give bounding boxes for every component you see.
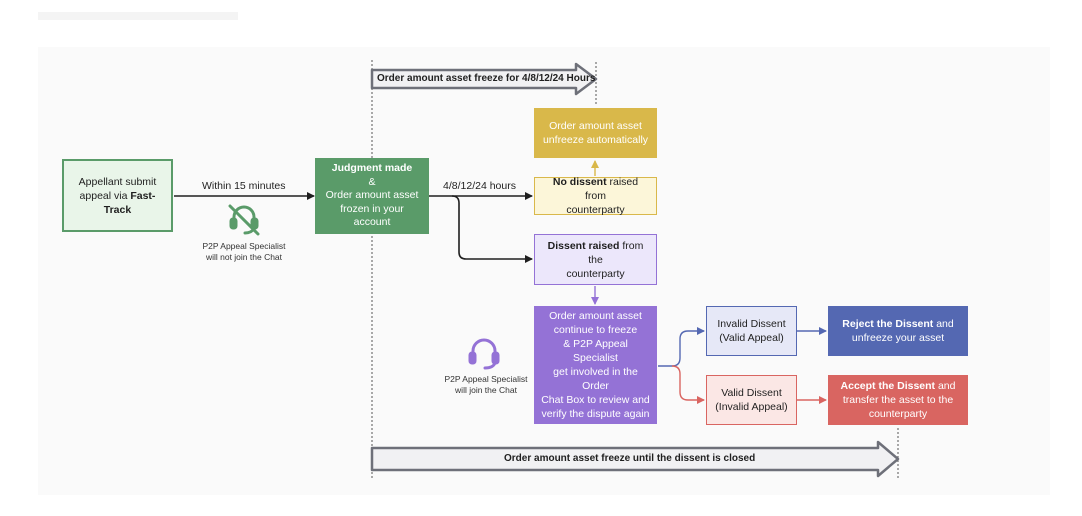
no-specialist-caption: P2P Appeal Specialist will not join the … xyxy=(202,241,286,262)
continue-freeze-node: Order amount asset continue to freeze & … xyxy=(534,306,657,424)
edge-label-within: Within 15 minutes xyxy=(202,180,286,192)
bottom-banner-label: Order amount asset freeze until the diss… xyxy=(504,453,756,464)
judgment-title: Judgment made xyxy=(331,162,413,175)
top-banner-label: Order amount asset freeze for 4/8/12/24 … xyxy=(377,73,596,84)
top-banner-arrow xyxy=(370,62,598,96)
valid-dissent-node: Valid Dissent (Invalid Appeal) xyxy=(706,375,797,425)
arrow-to-invalid-dissent xyxy=(658,327,705,367)
headset-off-icon xyxy=(228,204,260,236)
unfreeze-automatically-node: Order amount asset unfreeze automaticall… xyxy=(534,108,657,158)
edge-label-hours: 4/8/12/24 hours xyxy=(443,180,516,192)
headset-icon xyxy=(468,338,500,370)
dissent-raised-node: Dissent raised from the counterparty xyxy=(534,234,657,285)
judgment-node: Judgment made & Order amount asset froze… xyxy=(315,158,429,234)
arrow-judgment-to-dissent-raised xyxy=(451,195,533,263)
with-specialist-caption: P2P Appeal Specialist will join the Chat xyxy=(444,374,528,395)
arrow-to-valid-dissent xyxy=(671,365,705,404)
invalid-dissent-node: Invalid Dissent (Valid Appeal) xyxy=(706,306,797,356)
no-dissent-node: No dissent raised from counterparty xyxy=(534,176,657,216)
appellant-line2: appeal via Fast-Track xyxy=(79,189,156,216)
header-placeholder xyxy=(38,12,238,20)
appellant-line1: Appellant submit xyxy=(78,175,157,188)
bottom-banner-arrow xyxy=(370,440,900,478)
reject-dissent-node: Reject the Dissent and unfreeze your ass… xyxy=(828,306,968,356)
appellant-submit-node: Appellant submit appeal via Fast-Track xyxy=(62,159,173,232)
accept-dissent-node: Accept the Dissent and transfer the asse… xyxy=(828,375,968,425)
